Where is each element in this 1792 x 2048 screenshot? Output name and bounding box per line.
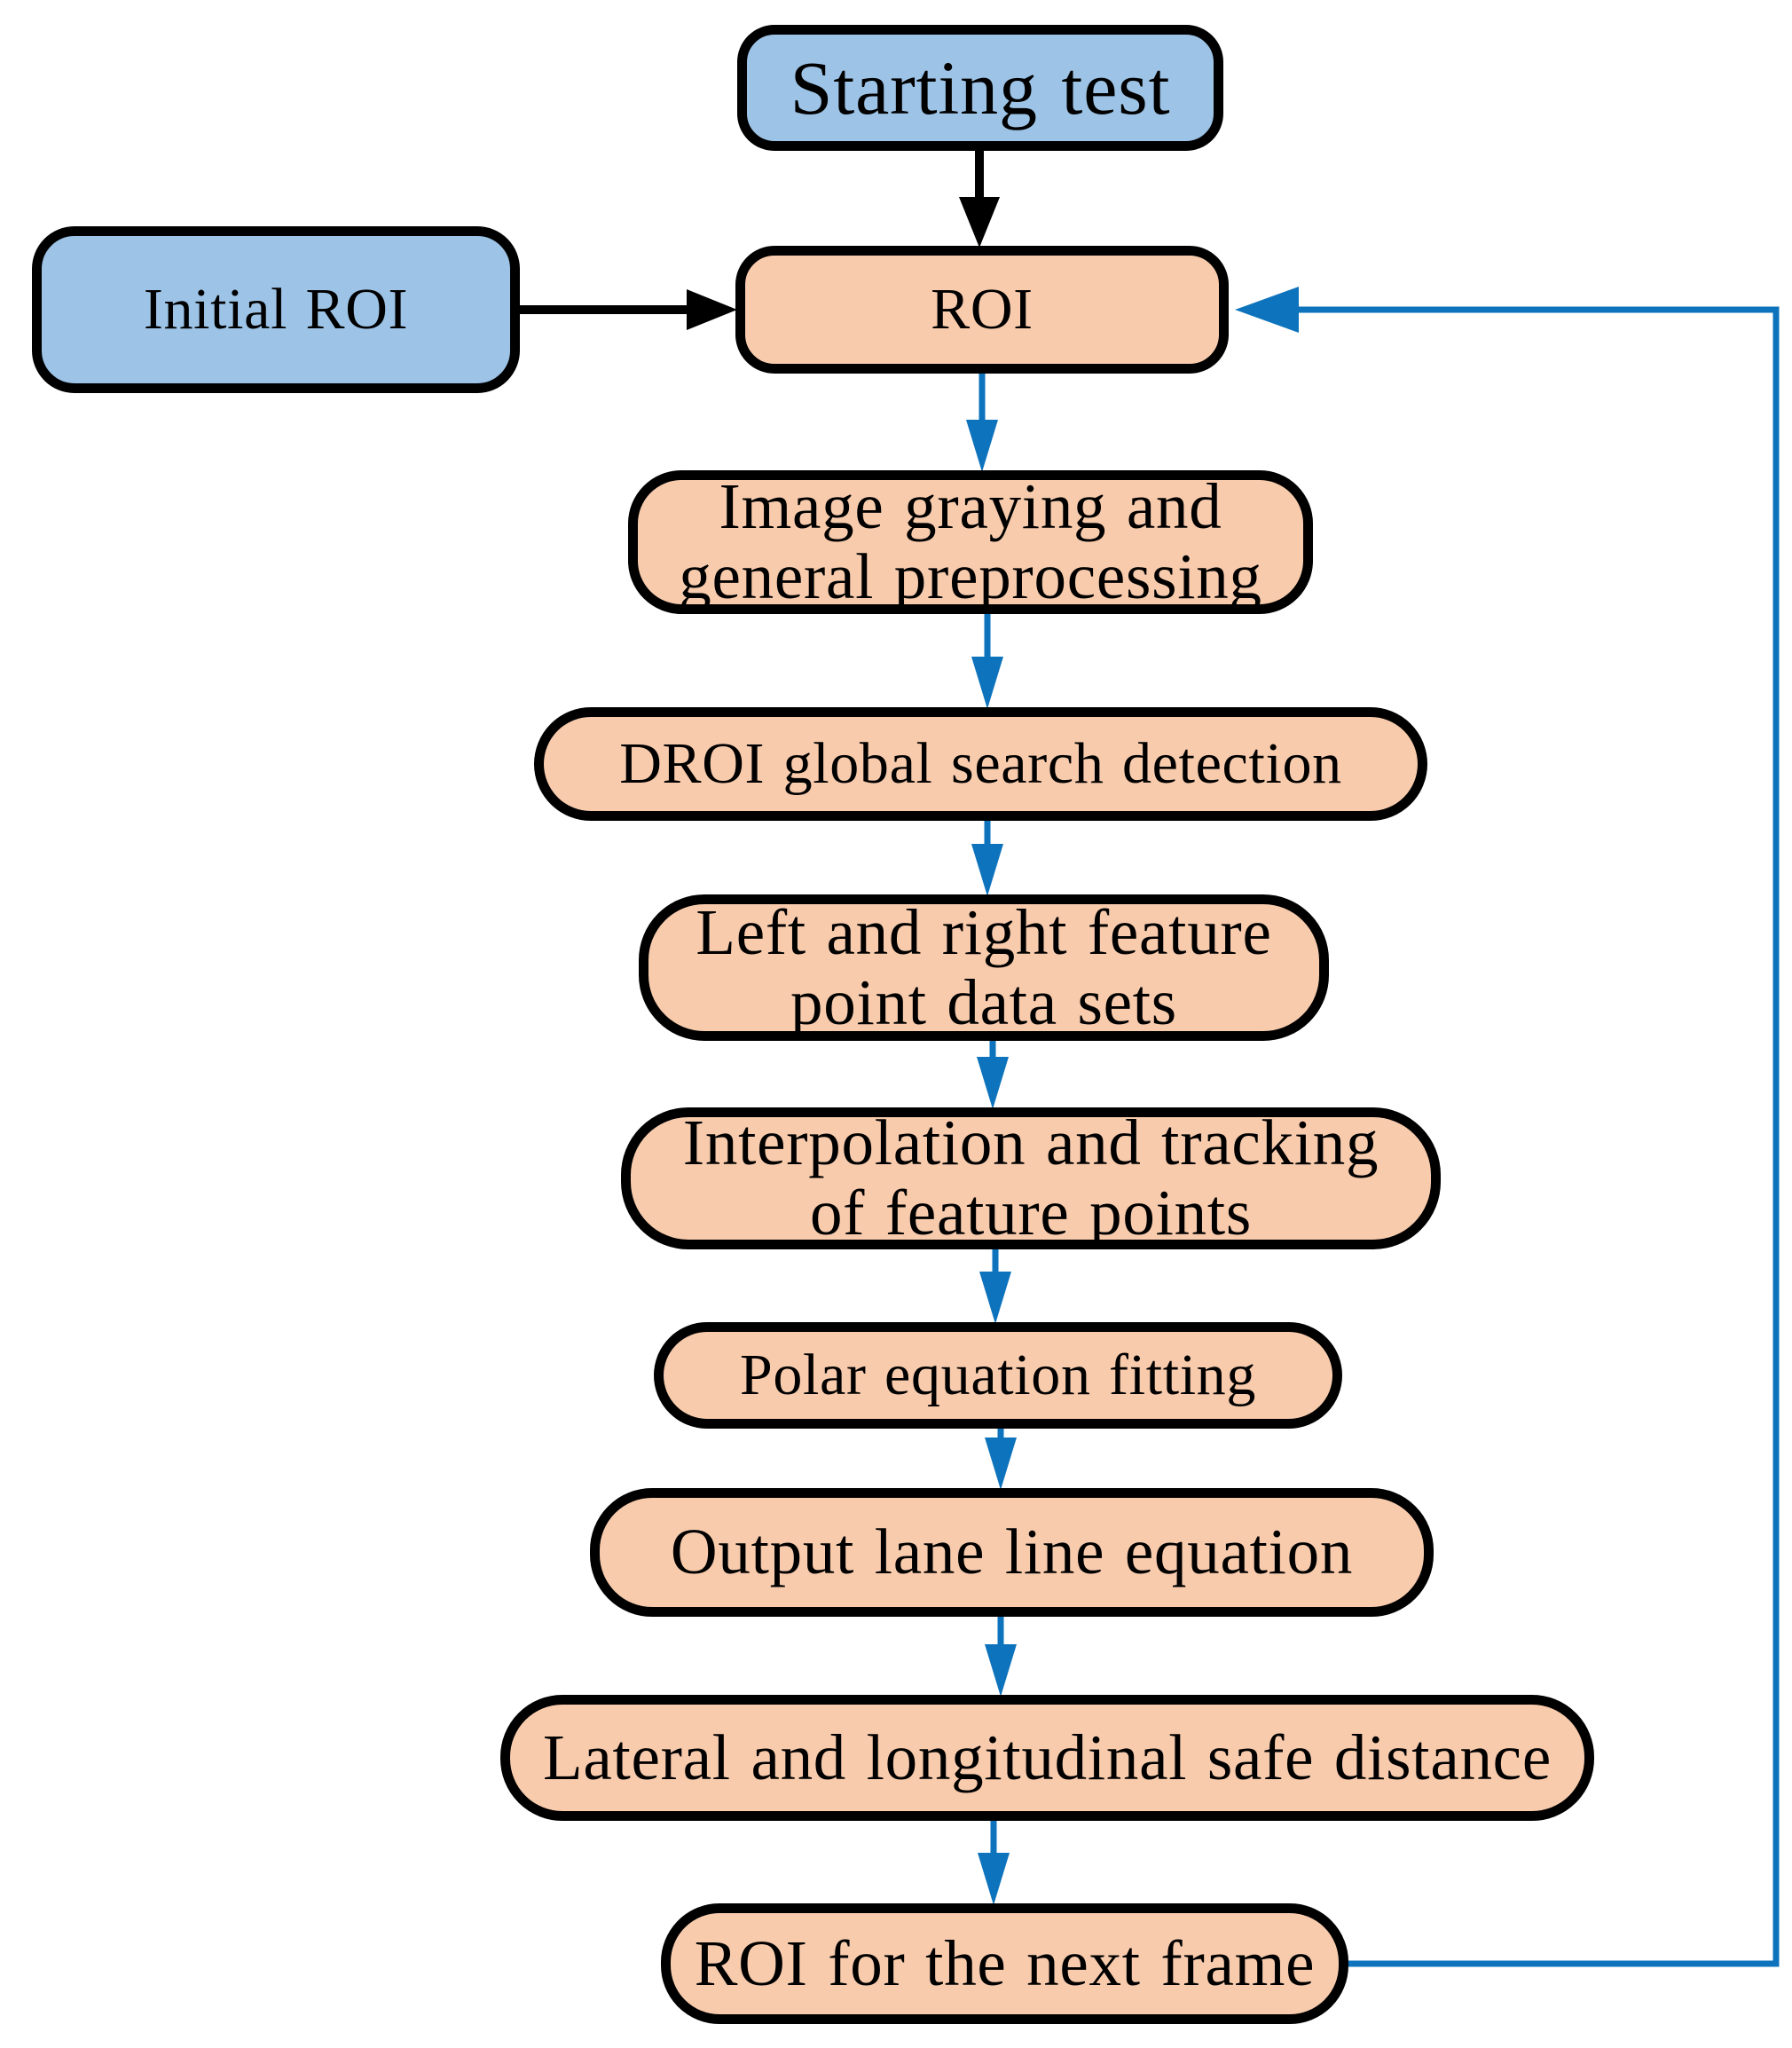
arrowhead-output-equation-to-safe-distance — [985, 1644, 1017, 1697]
arrowhead-roi-next-frame-to-roi — [1235, 287, 1299, 333]
node-interpolation-label: Interpolation and tracking of feature po… — [682, 1107, 1379, 1248]
arrowhead-polar-fitting-to-output-equation — [985, 1438, 1017, 1490]
node-droi-search: DROI global search detection — [534, 707, 1427, 821]
node-output-equation: Output lane line equation — [590, 1488, 1434, 1617]
node-safe-distance: Lateral and longitudinal safe distance — [500, 1695, 1594, 1821]
node-polar-fitting: Polar equation fitting — [654, 1322, 1342, 1429]
node-roi: ROI — [735, 246, 1229, 374]
arrowhead-safe-distance-to-roi-next-frame — [978, 1853, 1010, 1905]
node-roi-next-frame-label: ROI for the next frame — [694, 1926, 1316, 1999]
node-safe-distance-label: Lateral and longitudinal safe distance — [543, 1721, 1552, 1793]
arrowhead-droi-to-feature-points — [971, 844, 1003, 896]
node-polar-fitting-label: Polar equation fitting — [739, 1343, 1257, 1408]
node-interpolation: Interpolation and tracking of feature po… — [621, 1107, 1441, 1249]
node-initial-roi-label: Initial ROI — [143, 277, 409, 343]
node-roi-next-frame: ROI for the next frame — [661, 1903, 1348, 2024]
edge-roi-next-frame-to-roi-loop — [1299, 306, 1780, 1967]
node-initial-roi: Initial ROI — [32, 226, 520, 393]
arrowhead-initial-roi-to-roi — [687, 289, 737, 330]
arrowhead-interpolation-to-polar-fitting — [979, 1272, 1011, 1324]
node-starting-test: Starting test — [737, 25, 1223, 151]
node-roi-label: ROI — [931, 277, 1034, 343]
arrowhead-roi-to-image-graying — [966, 420, 998, 472]
node-image-graying: Image graying and general preprocessing — [628, 470, 1313, 614]
node-feature-points: Left and right feature point data sets — [639, 894, 1329, 1041]
node-starting-test-label: Starting test — [790, 44, 1171, 130]
node-droi-search-label: DROI global search detection — [619, 731, 1342, 797]
arrowhead-feature-points-to-interpolation — [977, 1057, 1009, 1109]
arrowhead-starting-test-to-roi — [959, 197, 1000, 248]
node-image-graying-label: Image graying and general preprocessing — [679, 470, 1262, 612]
node-feature-points-label: Left and right feature point data sets — [696, 895, 1272, 1038]
arrowhead-image-graying-to-droi — [971, 657, 1003, 709]
node-output-equation-label: Output lane line equation — [670, 1516, 1354, 1588]
